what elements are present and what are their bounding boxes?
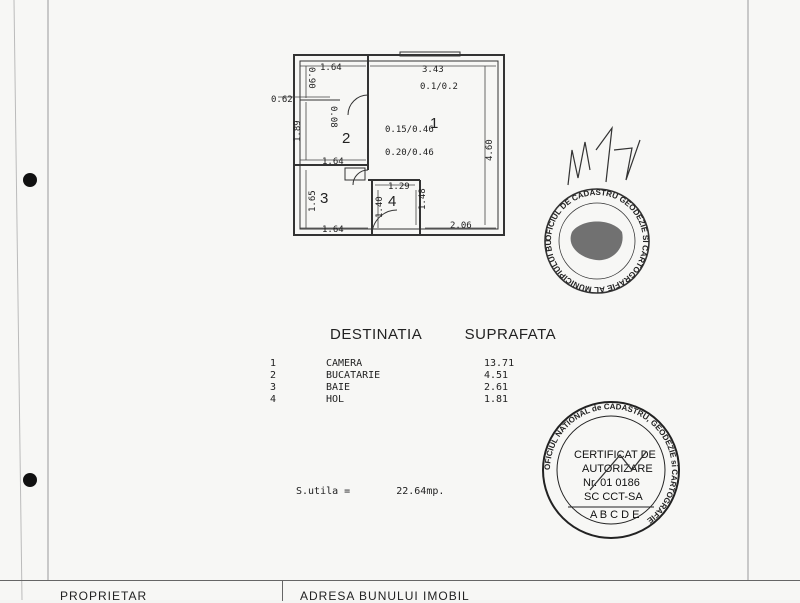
room-area: 1.81 (484, 394, 509, 405)
punch-hole-bottom (23, 473, 37, 487)
header-surface: SUPRAFATA (464, 326, 557, 343)
dim-label: 1.48 (418, 188, 428, 210)
dim-label: 0.20/0.46 (385, 148, 434, 158)
cert-line: AUTORIZARE (582, 463, 653, 475)
dim-label: 0.15/0.46 (385, 125, 434, 135)
room-area: 4.51 (484, 370, 509, 381)
room-name: BUCATARIE (326, 370, 381, 381)
signature-mark (567, 125, 641, 186)
dim-label: 1.64 (322, 157, 344, 167)
dim-label: 1.89 (293, 120, 303, 142)
stamp-small-ring-text: OFICIUL DE CADASTRU GEODEZIE SI CARTOGRA… (0, 0, 650, 294)
dimension-lines (278, 65, 496, 229)
room-number: 1 (430, 115, 438, 132)
dim-label: 1.40 (375, 196, 385, 218)
total-label: S.utila = (296, 486, 351, 497)
door-entry (371, 209, 398, 236)
table-row: 4 HOL 1.81 (270, 394, 530, 406)
cert-line: A B C D E (590, 509, 640, 521)
inner-wall (299, 60, 499, 230)
room-name: HOL (326, 394, 345, 405)
dim-label: 0.08 (328, 106, 338, 128)
dim-label: 2.06 (450, 221, 472, 231)
outer-wall (293, 54, 505, 236)
usable-area-total: S.utila = 22.64mp. (296, 486, 444, 497)
table-row: 1 CAMERA 13.71 (270, 358, 530, 370)
room-area: 13.71 (484, 358, 515, 369)
window-top (399, 51, 461, 57)
row-number: 2 (270, 370, 277, 381)
dim-label: 4.60 (485, 139, 495, 161)
punch-hole-top (23, 173, 37, 187)
room-number: 3 (320, 190, 328, 207)
table-row: 2 BUCATARIE 4.51 (270, 370, 530, 382)
stair-box (344, 167, 366, 181)
door-kitchen (347, 94, 369, 116)
footer-owner-label: PROPRIETAR (60, 589, 148, 603)
stamp-certificate: OFICIUL NATIONAL de CADASTRU, GEODEZIE s… (542, 401, 680, 539)
room-name: BAIE (326, 382, 351, 393)
cert-signature (589, 451, 647, 491)
dim-label: 3.43 (422, 65, 444, 75)
stamp-small: OFICIUL DE CADASTRU GEODEZIE SI CARTOGRA… (0, 0, 650, 294)
dim-label: 1.64 (322, 225, 344, 235)
surface-table: 1 CAMERA 13.71 2 BUCATARIE 4.51 3 BAIE 2… (270, 358, 530, 406)
table-row: 3 BAIE 2.61 (270, 382, 530, 394)
dim-label: 0.62 (271, 95, 293, 105)
dim-label: 0.1/0.2 (420, 82, 458, 92)
cert-line: SC CCT-SA (584, 491, 643, 503)
table-header: DESTINATIA SUPRAFATA (330, 326, 556, 343)
dim-label: 1.64 (320, 63, 342, 73)
room-area: 2.61 (484, 382, 509, 393)
room-name: CAMERA (326, 358, 363, 369)
row-number: 4 (270, 394, 277, 405)
footer-strip: PROPRIETAR ADRESA BUNULUI IMOBIL (0, 580, 800, 603)
header-destination: DESTINATIA (330, 326, 423, 343)
dim-label: 0.90 (306, 67, 316, 89)
dim-label: 1.29 (388, 182, 410, 192)
stamp-crest (570, 221, 623, 261)
footer-address-label: ADRESA BUNULUI IMOBIL (300, 589, 470, 603)
cert-line: Nr. 01 0186 (583, 477, 640, 489)
row-number: 1 (270, 358, 277, 369)
cert-line: CERTIFICAT DE (574, 449, 656, 461)
room-number: 4 (388, 193, 396, 210)
floor-plan (293, 51, 505, 236)
door-bath (352, 169, 369, 186)
total-value: 22.64mp. (396, 486, 445, 497)
binder-edge (13, 0, 23, 600)
dim-label: 1.65 (308, 190, 318, 212)
room-number: 2 (342, 130, 350, 147)
row-number: 3 (270, 382, 277, 393)
footer-divider (282, 581, 283, 601)
